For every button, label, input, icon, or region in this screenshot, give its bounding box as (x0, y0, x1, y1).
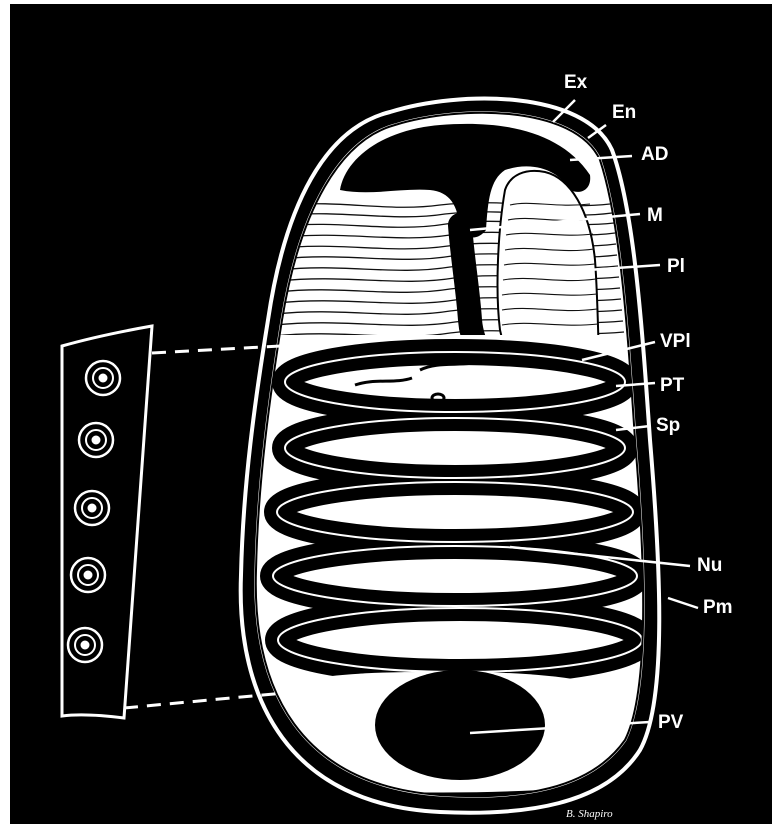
label-sp: Sp (656, 415, 680, 436)
label-ad: AD (641, 144, 668, 165)
label-pt: PT (660, 375, 685, 396)
label-vpl: VPl (660, 331, 691, 352)
label-pl: Pl (667, 256, 685, 277)
label-ex: Ex (564, 72, 588, 93)
cell-body (240, 99, 660, 820)
label-pm: Pm (703, 597, 733, 618)
label-m: M (647, 205, 663, 226)
artist-signature: B. Shapiro (566, 808, 613, 820)
label-nu: Nu (697, 555, 722, 576)
label-pv: PV (658, 712, 684, 733)
label-en: En (612, 102, 636, 123)
posterior-vacuole-core (375, 670, 545, 780)
